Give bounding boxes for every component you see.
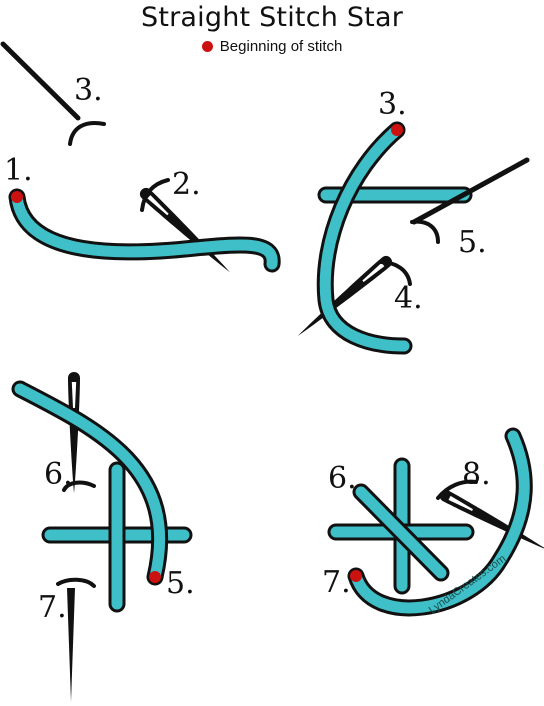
step-label-8: 8.: [462, 457, 491, 492]
legend-label: Beginning of stitch: [219, 38, 343, 55]
step-label-7b: 7.: [322, 565, 351, 600]
legend: Beginning of stitch: [0, 38, 544, 55]
fabric-hole-4-mark: [378, 260, 412, 286]
start-dot-1: [11, 191, 23, 203]
step-label-6b: 6.: [328, 461, 357, 496]
panel-1: 3. 1. 2.: [0, 41, 281, 277]
panel-4: 6. 8. 7. LyndaCreates.com: [322, 427, 544, 617]
thread-tail-3: [0, 41, 81, 121]
start-dot-legend-icon: [201, 41, 213, 52]
step-label-2: 2.: [172, 167, 201, 202]
step-label-5: 5.: [458, 225, 487, 260]
fabric-hole-3-mark: [68, 121, 106, 146]
step-label-7: 7.: [38, 590, 67, 625]
needle-7-icon: [67, 588, 75, 702]
step-label-1: 1.: [4, 153, 33, 188]
step-label-3: 3.: [74, 73, 103, 108]
fabric-hole-7-mark: [56, 577, 96, 588]
panel-3: 6. 5. 7.: [11, 372, 195, 702]
panel-2: 3. 5. 4.: [294, 87, 530, 355]
stitch-bar-6: [352, 483, 450, 582]
fabric-hole-5-mark: [410, 219, 440, 244]
diagram-title: Straight Stitch Star: [140, 2, 404, 33]
step-label-6: 6.: [44, 457, 73, 492]
step-label-4: 4.: [394, 281, 423, 316]
step-label-3b: 3.: [378, 87, 407, 122]
thread-4: [347, 427, 533, 617]
start-dot-5: [149, 571, 161, 583]
thread-1: [8, 188, 281, 273]
fabric-hole-8-mark: [436, 479, 478, 500]
thread-3: [11, 380, 169, 586]
start-dot-3: [391, 124, 403, 136]
start-dot-7: [350, 570, 362, 582]
fabric-hole-2-mark: [140, 178, 170, 212]
step-label-5b: 5.: [166, 566, 195, 601]
needle-5-icon: [411, 157, 530, 225]
fabric-hole-6-mark: [62, 480, 96, 492]
thread-2: [316, 121, 413, 355]
